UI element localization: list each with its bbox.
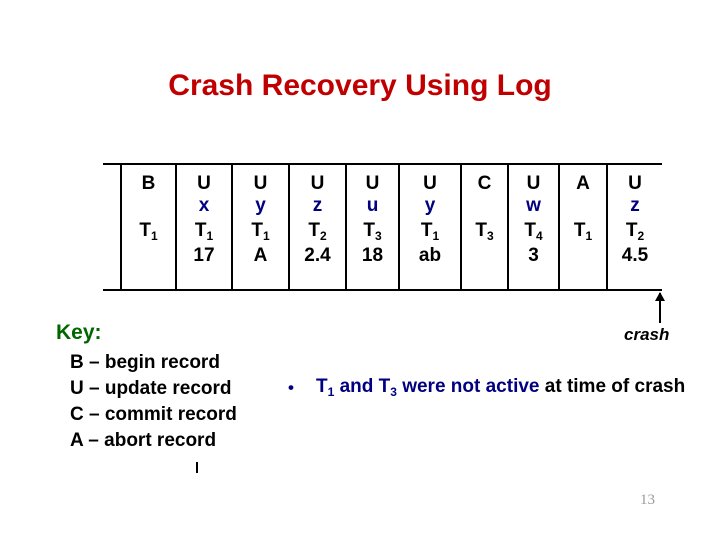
record-type: U <box>423 173 437 194</box>
record-transaction: T1 <box>194 220 214 243</box>
record-transaction: T1 <box>420 220 440 243</box>
record-value: 18 <box>361 245 384 266</box>
crash-label: crash <box>624 325 670 344</box>
record-transaction: T3 <box>475 220 494 243</box>
record-item: y <box>424 195 436 216</box>
table-column-9: A T1 <box>560 165 608 289</box>
record-type: U <box>310 173 325 194</box>
record-item: x <box>198 195 210 216</box>
record-transaction: T3 <box>363 220 382 243</box>
table-column-1: B T1 <box>122 165 177 289</box>
key-heading: Key: <box>56 321 102 344</box>
record-transaction: T1 <box>573 220 593 243</box>
table-column-2: U x T1 17 <box>177 165 233 289</box>
page-number: 13 <box>640 492 655 508</box>
table-column-0 <box>103 165 122 289</box>
key-entry-abort: A – abort record <box>70 430 217 451</box>
record-transaction: T2 <box>308 220 327 243</box>
table-column-6: U y T1 ab <box>400 165 462 289</box>
record-value: 3 <box>528 245 539 266</box>
record-value: A <box>253 245 268 266</box>
record-item: z <box>630 195 640 216</box>
record-item: w <box>526 195 541 216</box>
table-column-8: U w T4 3 <box>509 165 560 289</box>
record-value: 17 <box>193 245 215 266</box>
record-transaction: T2 <box>625 220 645 243</box>
record-type: U <box>365 173 380 194</box>
record-type: C <box>477 173 492 194</box>
page-title: Crash Recovery Using Log <box>168 69 552 102</box>
key-entry-commit: C – commit record <box>70 404 237 425</box>
text-caret-mark <box>196 462 198 473</box>
table-column-5: U u T3 18 <box>347 165 400 289</box>
table-column-3: U y T1 A <box>233 165 290 289</box>
log-record-table: B T1 U x T1 17 U y T1 A U z T2 2.4 U u T… <box>103 163 662 291</box>
bullet-icon: • <box>288 378 294 397</box>
record-item: z <box>312 195 323 216</box>
table-column-4: U z T2 2.4 <box>290 165 347 289</box>
table-column-10: U z T2 4.5 <box>608 165 662 289</box>
record-value: 4.5 <box>621 245 649 266</box>
record-type: U <box>253 173 268 194</box>
record-type: A <box>576 173 590 194</box>
record-type: B <box>141 173 156 194</box>
record-type: U <box>628 173 642 194</box>
record-value: ab <box>418 245 442 266</box>
note-text-blue: T1 and T3 were not active <box>316 376 540 399</box>
record-transaction: T1 <box>139 220 158 243</box>
record-item: u <box>366 195 379 216</box>
record-value: 2.4 <box>304 245 331 266</box>
key-list: B – begin record U – update record C – c… <box>70 350 237 454</box>
key-entry-update: U – update record <box>70 378 232 399</box>
record-transaction: T4 <box>524 220 543 243</box>
note-text-black: at time of crash <box>539 376 686 397</box>
crash-arrow-icon <box>655 292 665 323</box>
record-type: U <box>526 173 541 194</box>
record-type: U <box>197 173 211 194</box>
key-entry-begin: B – begin record <box>70 352 220 373</box>
table-column-7: C T3 <box>462 165 509 289</box>
record-transaction: T1 <box>251 220 270 243</box>
record-item: y <box>255 195 266 216</box>
note-text: T1 and T3 were not active at time of cra… <box>316 374 688 401</box>
note-bullet-item: • T1 and T3 were not active at time of c… <box>288 374 688 401</box>
